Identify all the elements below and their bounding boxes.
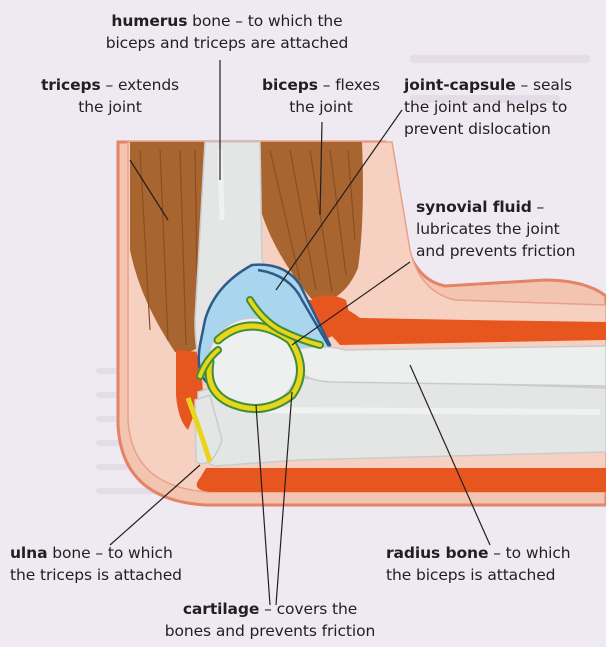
radius-bone [298,346,606,386]
humerus-label-name: humerus [111,12,187,30]
ulna-label: ulna bone – to which the triceps is atta… [10,542,220,586]
radius-label: radius bone – to which the biceps is att… [386,542,602,586]
cartilage-label-name: cartilage [183,600,260,618]
joint-capsule-label: joint-capsule – seals the joint and help… [404,74,604,140]
synovial-fluid-label-name: synovial fluid [416,198,532,216]
biceps-label: biceps – flexes the joint [236,74,406,118]
cartilage-label: cartilage – covers the bones and prevent… [140,598,400,642]
radius-label-name: radius bone [386,544,488,562]
biceps-label-name: biceps [262,76,318,94]
synovial-fluid-label: synovial fluid – lubricates the joint an… [416,196,604,262]
joint-capsule-label-name: joint-capsule [404,76,516,94]
triceps-label-name: triceps [41,76,101,94]
humerus-label: humerus bone – to which the biceps and t… [82,10,372,54]
triceps-label: triceps – extends the joint [10,74,210,118]
ulna-label-name: ulna [10,544,47,562]
